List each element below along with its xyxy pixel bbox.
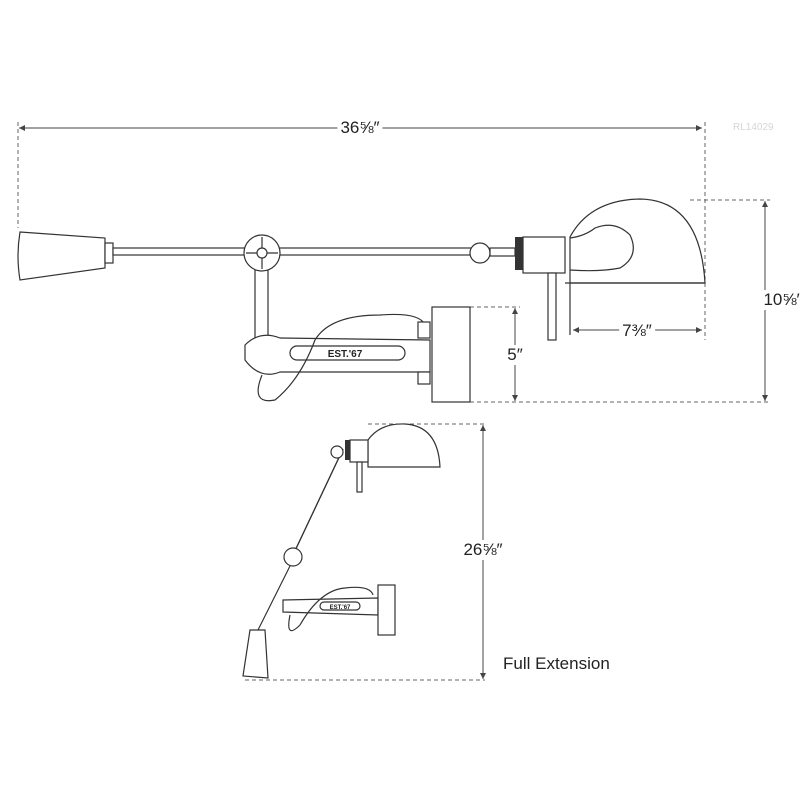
cord — [257, 313, 426, 402]
full-extension-caption: Full Extension — [503, 654, 610, 673]
overall-height-label: 10⅝″ — [760, 290, 800, 310]
engraving: EST.'67 — [328, 349, 363, 360]
shade — [569, 198, 706, 284]
product-code: RL14029 — [733, 122, 774, 133]
lamp-full-extension: EST.'67 — [242, 423, 441, 679]
shade-depth-label: 7⅜″ — [619, 321, 655, 341]
svg-text:EST.'67: EST.'67 — [330, 605, 351, 611]
socket — [522, 236, 566, 274]
counterweight — [17, 231, 106, 281]
full-extension-height-label: 26⅝″ — [460, 540, 506, 560]
lamp-extended: EST.'67 — [17, 198, 706, 403]
backplate-height-label: 5″ — [504, 345, 526, 365]
bulb — [569, 224, 634, 272]
pull-switch — [547, 272, 557, 341]
overall-width-label: 36⅝″ — [337, 118, 383, 138]
wall-plate — [431, 306, 471, 403]
